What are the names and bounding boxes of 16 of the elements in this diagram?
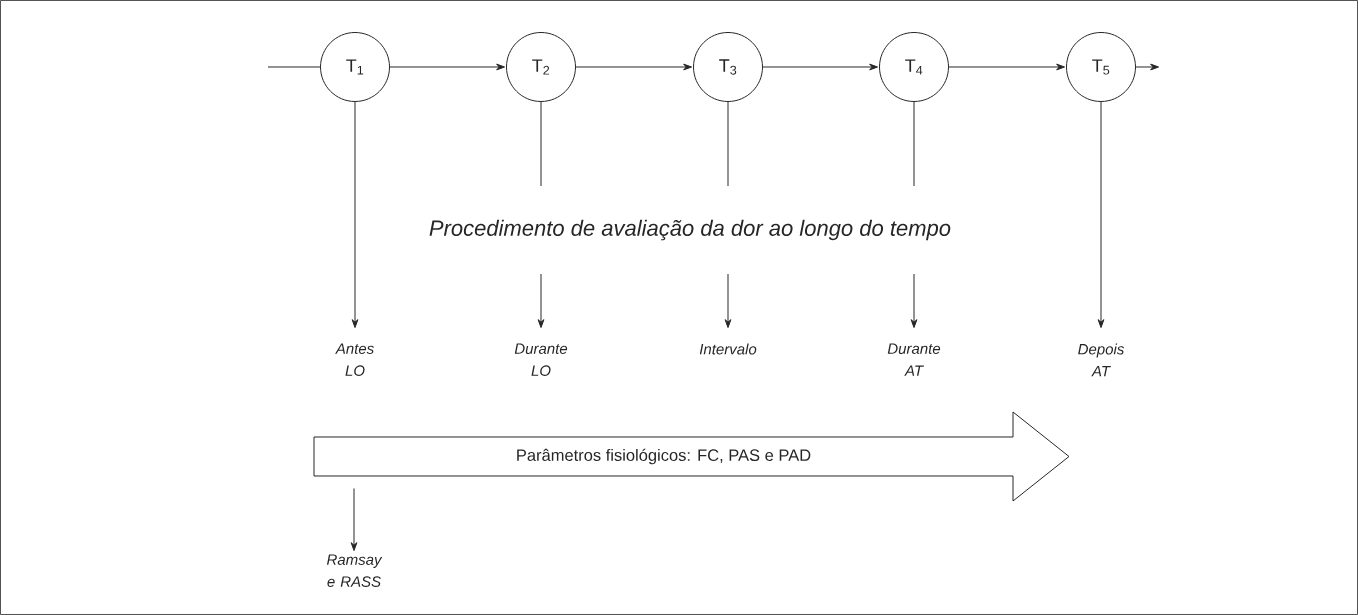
arrow xyxy=(351,101,359,329)
phase-label: Durante LO xyxy=(514,343,568,376)
arrow xyxy=(1097,101,1105,329)
phase-label: Antes LO xyxy=(335,343,374,376)
arrow xyxy=(948,63,1066,71)
phase-label: Intervalo xyxy=(699,343,757,355)
connector-line xyxy=(267,66,321,68)
arrow xyxy=(1135,63,1160,71)
arrow xyxy=(389,63,506,71)
axis-caption: Procedimento de avaliação da dor ao longo do tempo xyxy=(428,186,952,274)
phase-label: Durante AT xyxy=(887,343,941,376)
phase-label: Ramsay e RASS xyxy=(326,554,383,587)
arrow xyxy=(350,488,358,552)
phase-label: Depois AT xyxy=(1078,343,1124,377)
arrow xyxy=(762,63,879,71)
arrow xyxy=(575,63,693,71)
